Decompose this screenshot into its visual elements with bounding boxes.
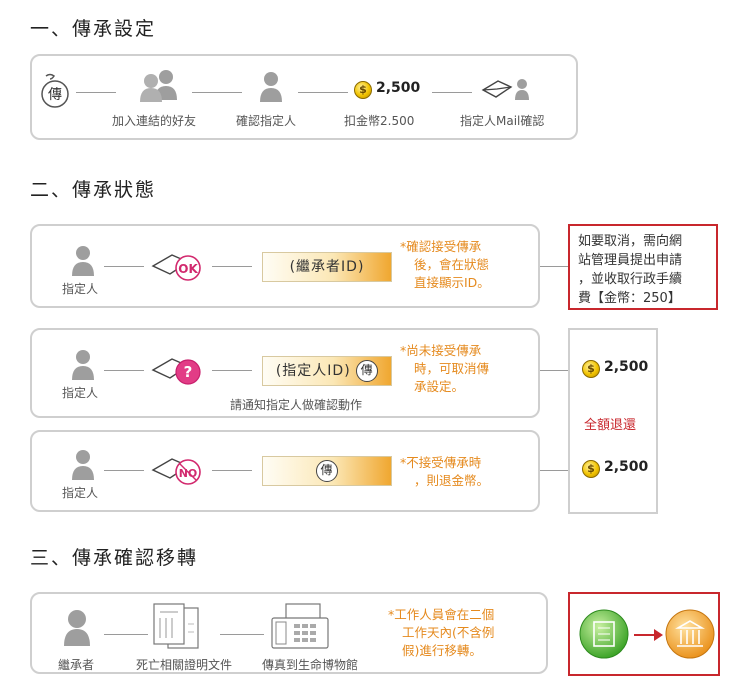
note-rejected: *不接受傳承時 ，則退金幣。 bbox=[400, 454, 489, 490]
note-ok: *確認接受傳承 後，會在狀態 直接顯示ID。 bbox=[400, 238, 490, 292]
step-label: 傳真到生命博物館 bbox=[262, 658, 359, 672]
person-icon bbox=[260, 72, 282, 102]
note-line: 直接顯示ID。 bbox=[414, 275, 490, 290]
envelope-ok-icon: OK bbox=[151, 254, 201, 281]
section2-title: 二、傳承狀態 bbox=[30, 179, 157, 201]
refund-box: $ 2,500 全額退還 $ 2,500 bbox=[568, 328, 658, 514]
seal-char: 傳 bbox=[48, 87, 62, 103]
step-label: 確認指定人 bbox=[236, 114, 297, 128]
status-row-rejected: 指定人 NO 傳 *不接受傳承時 ，則退金幣。 bbox=[30, 430, 540, 512]
note-line: ，則退金幣。 bbox=[414, 473, 490, 488]
bar-text: (指定人ID) bbox=[275, 363, 351, 379]
note-pending: *尚未接受傳承 時，可取消傳 承設定。 bbox=[400, 342, 489, 396]
step-label: 扣金幣2.500 bbox=[344, 114, 415, 128]
heir-person-icon bbox=[64, 610, 90, 646]
status-row-ok: 指定人 OK (繼承者ID) *確認接受傳承 後，會在狀態 直接顯示ID。 bbox=[30, 224, 540, 308]
seal-char: 傳 bbox=[316, 460, 338, 482]
note-line: 後，會在狀態 bbox=[414, 257, 490, 272]
arrow-right-icon bbox=[634, 629, 663, 641]
person-label: 指定人 bbox=[62, 486, 99, 500]
row-subtext: 請通知指定人做確認動作 bbox=[230, 398, 363, 412]
section1-title: 一、傳承設定 bbox=[30, 18, 157, 40]
badge-text: OK bbox=[178, 262, 198, 276]
cancel-note-box: 如要取消，需向網 站管理員提出申請 ，並收取行政手續 費【金幣：250】 bbox=[568, 224, 718, 310]
person-label: 指定人 bbox=[62, 386, 99, 400]
person-icon bbox=[515, 79, 529, 100]
note-line: *不接受傳承時 bbox=[400, 455, 482, 470]
envelope-question-icon: ? bbox=[151, 358, 201, 385]
coin-icon: $ bbox=[354, 81, 372, 99]
section3-title: 三、傳承確認移轉 bbox=[30, 547, 199, 569]
designee-id-bar: (指定人ID) 傳 bbox=[262, 356, 392, 386]
friends-icon bbox=[140, 70, 177, 102]
green-building-icon bbox=[579, 609, 629, 659]
step-label: 指定人Mail確認 bbox=[460, 114, 545, 128]
cancel-line: 費【金幣：250】 bbox=[578, 291, 681, 306]
section1-box: 傳 加入連結的好友 確認指定人 $ 2,500 扣金幣2.500 指定人Mail… bbox=[30, 54, 578, 140]
note-line: *尚未接受傳承 bbox=[400, 343, 482, 358]
transfer-box bbox=[568, 592, 720, 676]
person-icon bbox=[72, 350, 94, 380]
note-transfer: *工作人員會在二個 工作天內(不含例 假)進行移轉。 bbox=[388, 606, 494, 660]
step-label: 死亡相關證明文件 bbox=[136, 658, 233, 672]
seal-icon: 傳 bbox=[41, 73, 69, 108]
refund-label: 全額退還 bbox=[584, 418, 637, 433]
fax-icon bbox=[271, 603, 329, 649]
empty-id-bar: 傳 bbox=[262, 456, 392, 486]
section3-box: 繼承者 死亡相關證明文件 傳真到生命博物館 *工作人員會在二個 工作天內(不含例… bbox=[30, 592, 548, 674]
envelope-no-icon: NO bbox=[151, 458, 201, 485]
heir-id-bar: (繼承者ID) bbox=[262, 252, 392, 282]
note-line: *工作人員會在二個 bbox=[388, 607, 495, 622]
orange-museum-icon bbox=[665, 609, 715, 659]
person-icon bbox=[72, 246, 94, 276]
step-label: 加入連結的好友 bbox=[112, 114, 197, 128]
seal-char: 傳 bbox=[356, 360, 379, 382]
cancel-line: 如要取消，需向網 bbox=[578, 234, 683, 249]
note-line: 時，可取消傳 bbox=[414, 361, 490, 376]
document-icon bbox=[153, 603, 199, 649]
coin-icon: $ bbox=[582, 360, 600, 378]
note-line: 假)進行移轉。 bbox=[402, 643, 482, 658]
person-icon bbox=[72, 450, 94, 480]
person-label: 指定人 bbox=[62, 282, 99, 296]
refund-amount-bottom: 2,500 bbox=[604, 459, 649, 475]
refund-amount-top: 2,500 bbox=[604, 359, 649, 375]
envelope-icon bbox=[481, 80, 513, 98]
note-line: 承設定。 bbox=[414, 379, 465, 394]
cancel-line: ，並收取行政手續 bbox=[578, 272, 683, 287]
coin-amount: 2,500 bbox=[376, 80, 421, 96]
note-line: 工作天內(不含例 bbox=[402, 625, 495, 640]
badge-text: NO bbox=[179, 467, 198, 480]
step-label: 繼承者 bbox=[58, 658, 95, 672]
coin-icon: $ bbox=[582, 460, 600, 478]
status-row-pending: 指定人 ? (指定人ID) 傳 請通知指定人做確認動作 *尚未接受傳承 時，可取… bbox=[30, 328, 540, 418]
cancel-line: 站管理員提出申請 bbox=[578, 253, 683, 268]
badge-text: ? bbox=[184, 363, 193, 381]
note-line: *確認接受傳承 bbox=[400, 239, 482, 254]
